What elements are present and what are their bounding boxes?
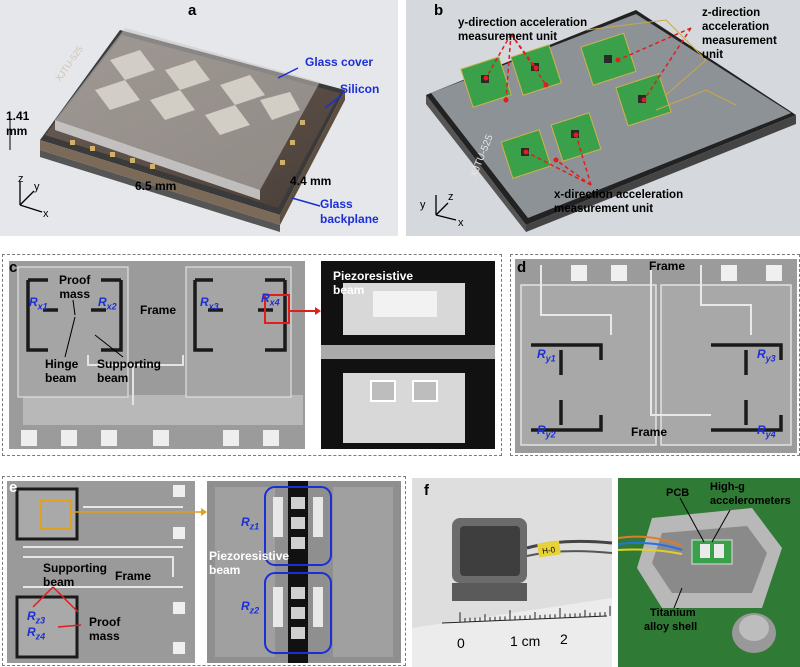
length-dimension: 6.5 mm [135, 179, 176, 193]
width-dimension: 4.4 mm [290, 174, 331, 188]
panel-d: d Frame Frame Ry1 Ry2 Ry3 Ry4 [510, 254, 800, 456]
rz4-label: Rz4 [27, 625, 46, 642]
panel-a-photo: z y x Glass cover Silicon Glass backplan… [0, 0, 398, 236]
rx4-label: Rx4 [261, 291, 280, 308]
axis-x-label: x [43, 208, 49, 220]
ruler-label-2: 2 [560, 631, 568, 647]
ry3-label: Ry3 [757, 347, 776, 364]
panel-b-photo: XJTU-525 z y x y-direction acceleration … [406, 0, 800, 236]
z-unit-label-2: acceleration [702, 21, 769, 33]
frame-label-d: Frame [631, 425, 668, 439]
cable-tag: H-0 [542, 545, 557, 556]
x-unit-label-1: x-direction acceleration [554, 189, 683, 201]
frame-label-c: Frame [140, 303, 177, 317]
panel-e-label: e [9, 479, 18, 496]
x-unit-label-2: measurement unit [554, 203, 653, 215]
glass-backplane-label-1: Glass [320, 197, 353, 211]
panel-b-label: b [434, 2, 444, 19]
panel-d-label: d [517, 259, 527, 276]
titanium-label-2: alloy shell [644, 621, 697, 633]
ruler-label-0: 0 [457, 635, 465, 651]
y-unit-label-2: measurement unit [458, 31, 557, 43]
glass-backplane-label-2: backplane [320, 212, 379, 226]
silicon-label: Silicon [340, 82, 379, 96]
rx1-label: Rx1 [29, 295, 48, 312]
axis-y-label-b: y [420, 199, 426, 211]
ry2-label: Ry2 [537, 423, 556, 440]
titanium-label-1: Titanium [650, 607, 696, 619]
rz1-label: Rz1 [241, 515, 260, 532]
height-dimension-1: 1.41 [6, 109, 30, 123]
frame-label-d-top: Frame [649, 259, 686, 273]
panel-a-label: a [188, 2, 197, 19]
frame-label-e: Frame [115, 569, 152, 583]
pcb-label: PCB [666, 487, 689, 499]
axis-y-label: y [34, 181, 40, 193]
z-unit-label-4: unit [702, 49, 723, 61]
rx3-label: Rx3 [200, 295, 219, 312]
ruler-label-1cm: 1 cm [510, 633, 540, 649]
axis-x-label-b: x [458, 217, 464, 229]
axis-z-label-b: z [448, 191, 454, 203]
height-dimension-2: mm [6, 124, 27, 138]
z-unit-label-1: z-direction [702, 7, 760, 19]
panel-e-micrograph [7, 481, 401, 663]
panel-f-photo: H-0 0 1 cm 2 PCB High-g accelerometers T… [412, 478, 800, 667]
glass-cover-label: Glass cover [305, 55, 373, 69]
high-g-label-1: High-g [710, 481, 745, 493]
panel-d-micrograph [515, 259, 797, 453]
rx2-label: Rx2 [98, 295, 117, 312]
panel-c-micrograph [9, 261, 495, 449]
z-unit-label-3: measurement [702, 35, 777, 47]
ry1-label: Ry1 [537, 347, 556, 364]
panel-a: z y x Glass cover Silicon Glass backplan… [0, 0, 398, 236]
ruler-ticks [459, 605, 611, 623]
rz3-label: Rz3 [27, 609, 46, 626]
y-unit-label-1: y-direction acceleration [458, 17, 587, 29]
ry4-label: Ry4 [757, 423, 776, 440]
panel-f: H-0 0 1 cm 2 PCB High-g accelerometers T… [412, 478, 800, 667]
panel-b: XJTU-525 z y x y-direction acceleration … [406, 0, 800, 236]
high-g-label-2: accelerometers [710, 495, 791, 507]
panel-c-label: c [9, 259, 18, 276]
axis-z-label: z [18, 173, 24, 185]
rz2-label: Rz2 [241, 599, 260, 616]
panel-f-label: f [424, 482, 429, 499]
